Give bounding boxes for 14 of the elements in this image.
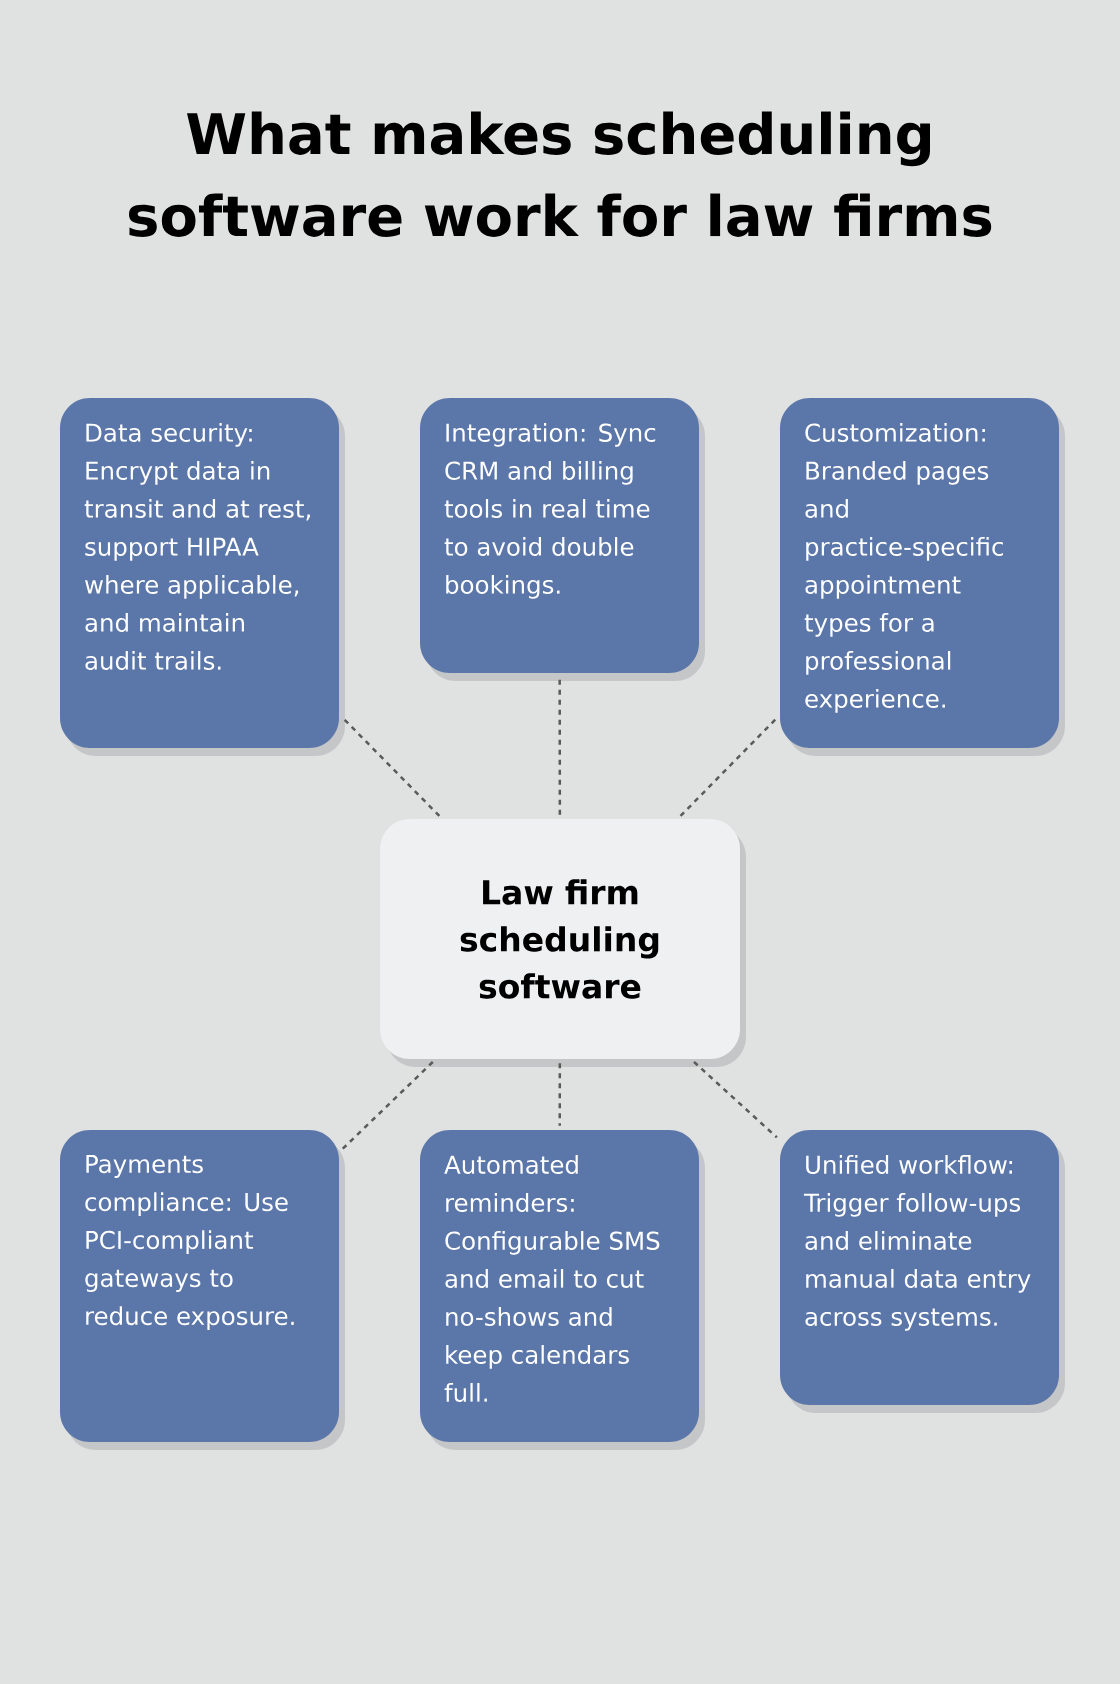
- title: What makes scheduling software work for law firms: [129, 111, 992, 237]
- connector-line: [341, 716, 441, 817]
- connector-line: [341, 1061, 434, 1151]
- feature-box: Automated reminders: Configurable SMS and email to cut no-shows and keep calendars full.: [420, 1130, 699, 1442]
- connector-line: [693, 1061, 778, 1139]
- feature-box: Data security: Encrypt data in transit and at rest, support HIPAA where applicable, and maintain audit trails.: [60, 398, 339, 748]
- center-box: Law firm scheduling software: [380, 819, 740, 1059]
- feature-box: Integration: Sync CRM and billing tools in real time to avoid double bookings.: [420, 398, 699, 673]
- connector-line: [558, 1063, 562, 1126]
- feature-box: Customization: Branded pages and practice-specific appointment types for a professional experience.: [780, 398, 1059, 748]
- feature-box: Payments compliance: Use PCI-compliant gateways to reduce exposure.: [60, 1130, 339, 1442]
- feature-box: Unified workflow: Trigger follow-ups and eliminate manual data entry across systems.: [780, 1130, 1059, 1405]
- connector-line: [558, 677, 562, 815]
- connector-line: [679, 717, 778, 817]
